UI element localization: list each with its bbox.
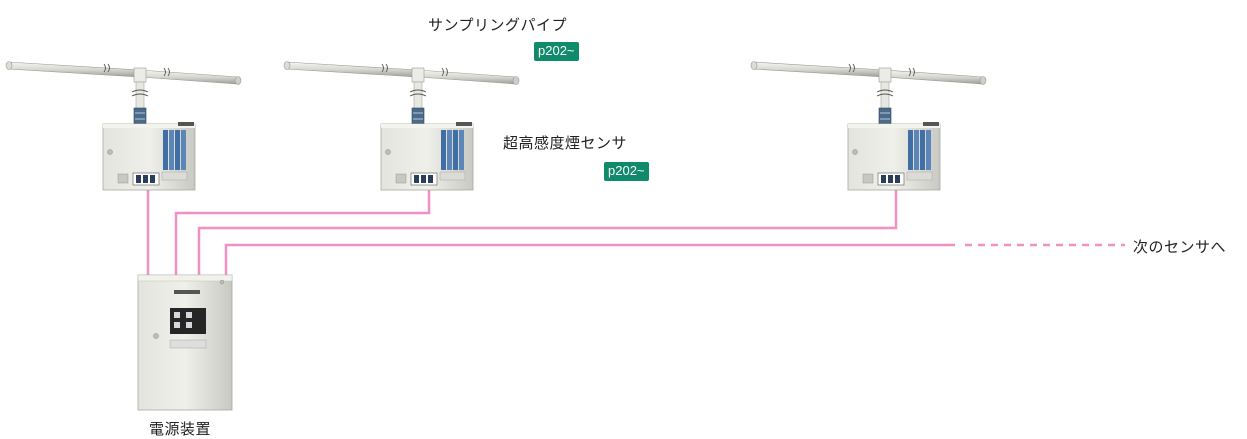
next-sensor-label: 次のセンサへ bbox=[1133, 238, 1227, 256]
wiring bbox=[146, 190, 1125, 275]
sensor-unit-3 bbox=[750, 61, 987, 191]
sensor-unit-2 bbox=[283, 61, 520, 191]
power-unit-label: 電源装置 bbox=[149, 420, 212, 438]
sensor-unit-1 bbox=[5, 61, 242, 191]
sampling-pipe-page-ref: p202~ bbox=[534, 42, 579, 61]
power-supply-unit bbox=[137, 274, 233, 411]
sampling-pipe-label: サンプリングパイプ bbox=[428, 16, 568, 34]
smoke-sensor-page-ref: p202~ bbox=[604, 162, 649, 181]
smoke-sensor-label: 超高感度煙センサ bbox=[503, 134, 628, 152]
